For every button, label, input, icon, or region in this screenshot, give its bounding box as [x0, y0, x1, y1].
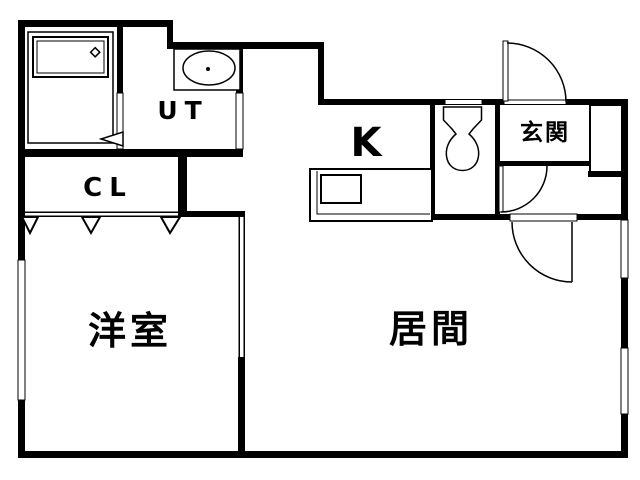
toilet-room	[442, 106, 483, 172]
wall-top-entrance-right	[566, 99, 628, 105]
kitchen-counter-inner-line	[316, 171, 430, 215]
wall-top-kitchen	[318, 99, 445, 105]
wall-bath-ut-divider	[117, 27, 123, 93]
closet	[20, 216, 182, 236]
closet-chevron-icon	[159, 216, 182, 235]
window-icon	[620, 219, 629, 279]
bathtub-inner-line	[36, 40, 105, 74]
wall-entrance-step-edge	[498, 161, 590, 166]
wall-top-toilet-right	[482, 99, 504, 105]
wall-closet-bottom-solid	[178, 211, 245, 217]
toilet-icon	[442, 106, 483, 172]
wall-room-divider-solid	[238, 357, 245, 451]
wall-left	[18, 20, 25, 458]
living-door-swing-icon	[511, 221, 573, 283]
entry-door-swing-icon	[506, 42, 567, 103]
wall-below-shoebox	[588, 171, 628, 177]
kitchen	[309, 168, 433, 222]
wall-living-top-a	[430, 214, 510, 220]
bath-door-swing-icon	[98, 130, 124, 148]
window-icon	[17, 259, 26, 401]
closet-chevron-icon	[80, 216, 102, 236]
western-room-label: 洋室	[88, 309, 172, 353]
shoe-cabinet-icon	[589, 104, 623, 173]
window-icon	[620, 347, 629, 415]
wall-living-top-b	[577, 214, 628, 220]
kitchen-label: K	[351, 120, 384, 166]
wall-top-utility	[167, 42, 324, 49]
living-door-threshold	[509, 213, 578, 222]
bathroom-door-opening	[116, 92, 124, 150]
living-room-label: 居間	[389, 307, 473, 351]
utility-room	[173, 48, 241, 91]
kitchen-sink-icon	[320, 174, 362, 204]
thin-partitions	[25, 211, 245, 357]
washbasin-drain	[206, 67, 210, 71]
wall-toilet-left	[430, 99, 435, 220]
genkan-door-swing-icon	[500, 165, 548, 213]
walls	[17, 20, 629, 458]
closet-label: CL	[83, 173, 133, 203]
closet-chevron-icon	[20, 216, 40, 236]
utility-label: UT	[157, 96, 208, 125]
wall-bottom	[18, 451, 628, 458]
faucet-icon	[89, 46, 101, 58]
entrance	[498, 40, 623, 283]
wall-step-2	[318, 42, 324, 105]
bathtub-icon	[32, 36, 109, 78]
wall-closet-right	[178, 157, 187, 212]
entry-door-threshold	[503, 99, 567, 105]
entry-door-leaf	[502, 40, 509, 102]
room-labels: 洋室 居間 K UT CL 玄関	[83, 96, 570, 353]
wall-top-bathroom	[18, 20, 173, 27]
bathroom	[27, 31, 124, 148]
window-icon	[444, 99, 483, 105]
wall-toilet-right	[495, 99, 500, 220]
wall-step-1	[167, 20, 173, 48]
utility-door-opening	[235, 92, 244, 150]
wall-bath-ut-bottom	[18, 149, 243, 157]
genkan-door-leaf	[498, 165, 504, 213]
entrance-label: 玄関	[520, 119, 570, 146]
